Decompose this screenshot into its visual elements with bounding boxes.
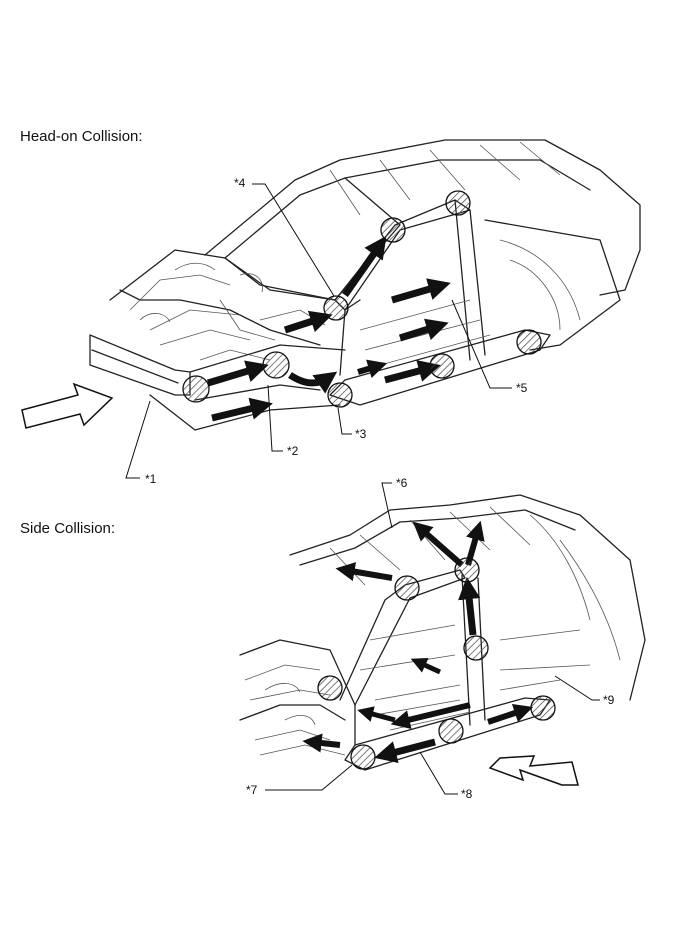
load-path-arrow-icon — [283, 310, 333, 334]
load-path-arrow-icon — [374, 738, 436, 764]
callout-1: *1 — [145, 472, 157, 486]
stress-point-icon — [394, 575, 420, 601]
head-on-stress-points — [182, 190, 542, 408]
stress-point-icon — [350, 744, 376, 770]
stress-point-icon — [317, 675, 343, 701]
load-path-arrow-icon — [357, 359, 388, 378]
callout-3: *3 — [355, 427, 367, 441]
load-path-arrow-icon — [211, 397, 273, 422]
impact-arrow-icon — [488, 755, 579, 786]
load-path-arrow-icon — [412, 521, 464, 568]
load-path-arrow-icon — [391, 278, 451, 304]
load-path-arrow-icon — [458, 576, 481, 636]
callout-5: *5 — [516, 381, 528, 395]
stress-point-icon — [323, 295, 349, 321]
stress-point-icon — [438, 718, 464, 744]
impact-arrow-icon — [21, 382, 114, 429]
stress-point-icon — [445, 190, 471, 216]
callout-2: *2 — [287, 444, 299, 458]
stress-point-icon — [429, 353, 455, 379]
stress-point-icon — [262, 351, 290, 379]
head-on-collision-heading: Head-on Collision: — [20, 128, 143, 145]
load-path-arrow-icon — [410, 658, 442, 675]
load-path-arrow-icon — [487, 703, 534, 725]
load-path-arrow-icon — [288, 371, 338, 394]
head-on-load-path-arrows — [206, 235, 451, 422]
side-stress-points — [317, 557, 556, 770]
callout-6: *6 — [396, 476, 408, 490]
side-callout-leaders — [265, 482, 600, 795]
stress-point-icon — [454, 557, 480, 583]
stress-point-icon — [516, 329, 542, 355]
callout-8: *8 — [461, 787, 473, 801]
load-path-arrow-icon — [342, 235, 387, 298]
load-path-arrow-icon — [335, 562, 393, 582]
stress-point-icon — [530, 695, 556, 721]
load-path-arrow-icon — [390, 702, 471, 730]
stress-point-icon — [182, 375, 210, 403]
stress-point-icon — [463, 635, 489, 661]
load-path-arrow-icon — [357, 706, 396, 723]
load-path-arrow-icon — [302, 733, 341, 753]
stress-point-icon — [327, 382, 353, 408]
side-collision-heading: Side Collision: — [20, 520, 116, 537]
head-on-car-body — [89, 139, 641, 431]
load-path-arrow-icon — [398, 318, 449, 342]
callout-7: *7 — [246, 783, 258, 797]
callout-9: *9 — [603, 693, 615, 707]
callout-4: *4 — [234, 176, 246, 190]
load-path-arrow-icon — [384, 360, 441, 384]
head-on-callout-leaders — [125, 183, 512, 479]
stress-point-icon — [380, 217, 406, 243]
load-path-arrow-icon — [206, 360, 269, 387]
side-load-path-arrows — [302, 520, 534, 764]
